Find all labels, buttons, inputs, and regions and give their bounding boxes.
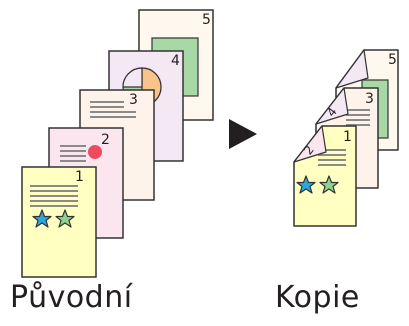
star-green-icon	[319, 175, 339, 194]
copy-stack: 5 4 3	[293, 49, 399, 227]
original-caption: Původní	[10, 280, 133, 315]
page-number: 5	[202, 12, 211, 28]
star-green-icon	[55, 209, 75, 228]
arrow-right-icon	[229, 119, 257, 149]
page-number: 4	[171, 53, 180, 69]
copy-caption: Kopie	[275, 280, 360, 315]
star-blue-icon	[296, 175, 316, 194]
page-number: 1	[75, 169, 84, 185]
original-page-1: 1	[21, 166, 97, 278]
red-dot-icon	[88, 145, 102, 159]
page-number: 5	[388, 52, 397, 68]
original-stack: 5 4 3	[21, 9, 214, 278]
page-number: 3	[365, 91, 374, 107]
page-number: 2	[101, 132, 110, 148]
folded-back-page	[293, 125, 327, 163]
page-number: 1	[343, 129, 352, 145]
page-number: 3	[129, 92, 138, 108]
star-blue-icon	[32, 209, 52, 228]
folded-back-page	[315, 87, 349, 125]
copy-sheet-1: 2 1	[293, 125, 357, 227]
